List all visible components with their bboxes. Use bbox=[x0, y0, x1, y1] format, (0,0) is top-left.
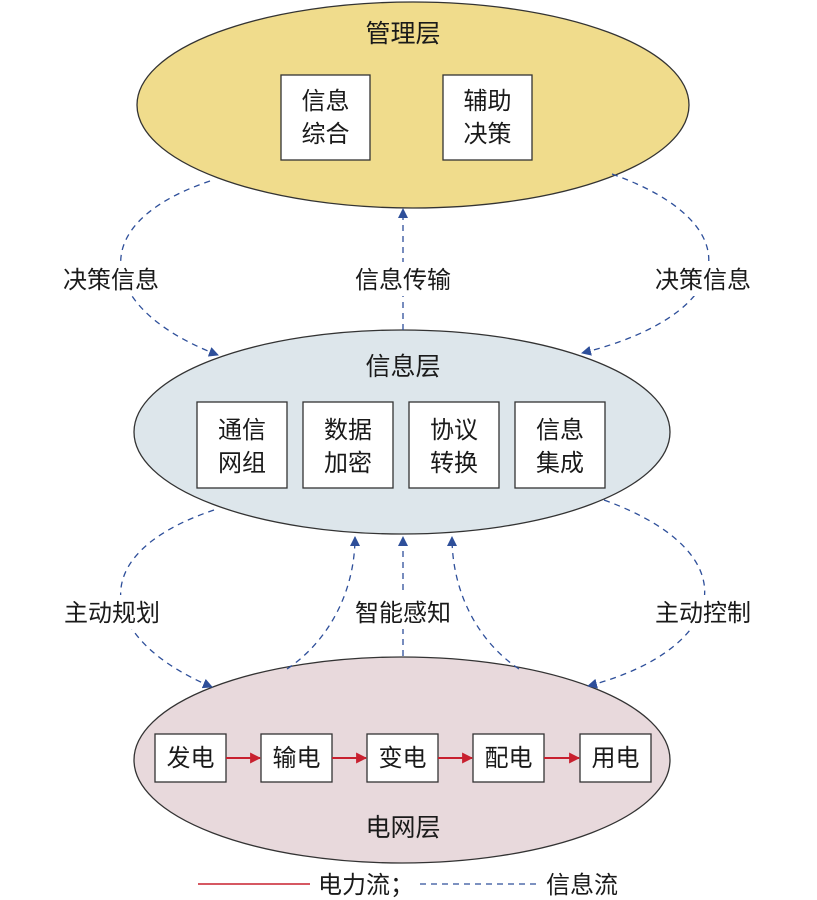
management-box-info-synthesis: 信息 综合 bbox=[280, 74, 371, 161]
flow-label-text: 信息传输 bbox=[355, 266, 451, 294]
flow-label-info-transfer: 信息传输 bbox=[347, 262, 459, 296]
box-label: 配电 bbox=[485, 744, 533, 772]
grid-box-generation: 发电 bbox=[154, 733, 227, 783]
flow-label-text: 主动规划 bbox=[64, 599, 160, 627]
info-box-communication-network: 通信 网组 bbox=[196, 401, 288, 489]
flow-label-text: 主动控制 bbox=[655, 599, 751, 627]
flow-label-text: 智能感知 bbox=[355, 599, 451, 627]
box-line: 信息 bbox=[302, 87, 350, 115]
box-line: 信息 bbox=[536, 416, 584, 444]
grid-layer-title: 电网层 bbox=[365, 813, 440, 842]
box-line: 加密 bbox=[324, 449, 372, 477]
management-layer-title: 管理层 bbox=[365, 19, 440, 48]
box-line: 通信 bbox=[218, 416, 266, 444]
flow-label-decision-right: 决策信息 bbox=[650, 262, 756, 296]
grid-box-distribution: 配电 bbox=[472, 733, 545, 783]
box-line: 协议 bbox=[430, 416, 478, 444]
box-line: 数据 bbox=[324, 416, 372, 444]
flow-label-active-control: 主动控制 bbox=[648, 595, 758, 629]
box-line: 转换 bbox=[430, 449, 478, 477]
info-box-data-encryption: 数据 加密 bbox=[302, 401, 394, 489]
smart-sensing-right-arrow bbox=[447, 536, 520, 670]
grid-box-consumption: 用电 bbox=[579, 733, 652, 783]
box-label: 变电 bbox=[379, 744, 427, 772]
flow-label-smart-sensing: 智能感知 bbox=[347, 595, 459, 629]
grid-box-transmission: 输电 bbox=[260, 733, 333, 783]
management-layer-ellipse bbox=[136, 1, 690, 209]
flow-label-text: 决策信息 bbox=[655, 266, 751, 294]
management-box-decision-support: 辅助 决策 bbox=[442, 74, 533, 161]
grid-box-transformation: 变电 bbox=[366, 733, 439, 783]
flow-label-text: 决策信息 bbox=[63, 266, 159, 294]
flow-label-decision-left: 决策信息 bbox=[58, 262, 164, 296]
active-control-arrow bbox=[587, 499, 706, 689]
info-box-information-integration: 信息 集成 bbox=[514, 401, 606, 489]
legend-info-label: 信息流 bbox=[546, 871, 618, 899]
info-box-protocol-conversion: 协议 转换 bbox=[408, 401, 500, 489]
box-line: 辅助 bbox=[464, 87, 512, 115]
legend-power-label: 电力流； bbox=[318, 871, 414, 899]
flow-label-active-planning: 主动规划 bbox=[58, 595, 166, 629]
info-layer-title: 信息层 bbox=[365, 352, 440, 381]
smart-sensing-left-arrow bbox=[286, 536, 360, 670]
box-label: 发电 bbox=[167, 744, 215, 772]
box-line: 集成 bbox=[536, 449, 584, 477]
box-line: 综合 bbox=[302, 120, 350, 148]
box-line: 决策 bbox=[464, 120, 512, 148]
box-label: 用电 bbox=[592, 744, 640, 772]
box-line: 网组 bbox=[218, 449, 266, 477]
box-label: 输电 bbox=[273, 744, 321, 772]
